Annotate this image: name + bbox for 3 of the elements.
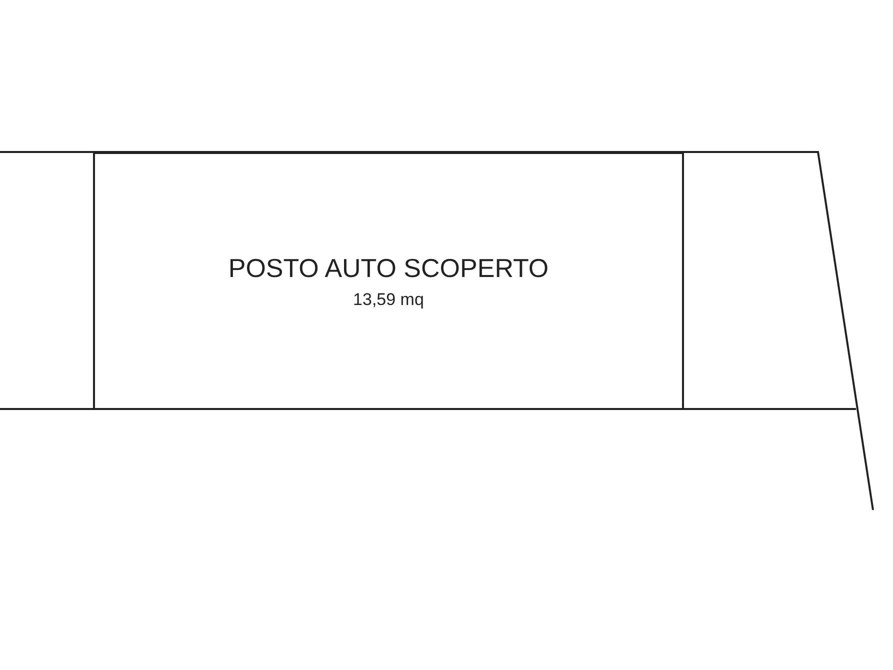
area-label: 13,59 mq [353,290,424,310]
room-label: POSTO AUTO SCOPERTO [228,252,549,284]
parking-space-area [93,152,684,410]
